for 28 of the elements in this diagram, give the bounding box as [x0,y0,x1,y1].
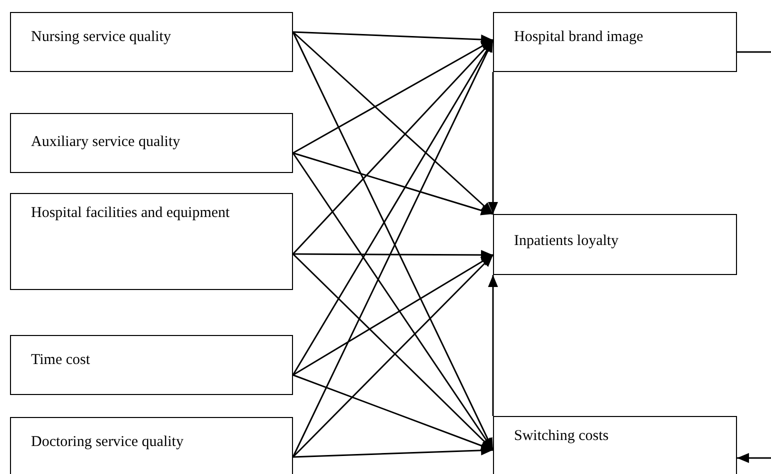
text-box [493,12,737,72]
text-box [10,193,293,290]
arrow [292,152,494,216]
arrow [488,275,498,416]
arrow [292,39,494,154]
text-box [493,416,737,474]
node-label: Nursing service quality [31,28,172,47]
node-label: Doctoring service quality [31,433,184,452]
arrow [293,250,493,260]
node-label: Hospital facilities and equipment [31,204,231,223]
arrow [737,453,771,463]
arrow [292,31,494,45]
node-label: Auxiliary service quality [31,133,182,152]
arrow [292,40,494,376]
arrow [292,445,494,458]
node-label: Hospital brand image [514,28,644,47]
text-box [493,214,737,275]
text-box [10,335,293,395]
arrow [488,72,498,214]
arrow [292,254,494,376]
arrow [292,31,494,215]
arrow [292,374,494,451]
text-box [10,12,293,72]
node-label: Switching costs [514,427,610,446]
node-label: Inpatients loyalty [514,232,620,251]
text-box [10,417,293,474]
node-label: Time cost [31,351,92,370]
text-box [10,113,293,173]
